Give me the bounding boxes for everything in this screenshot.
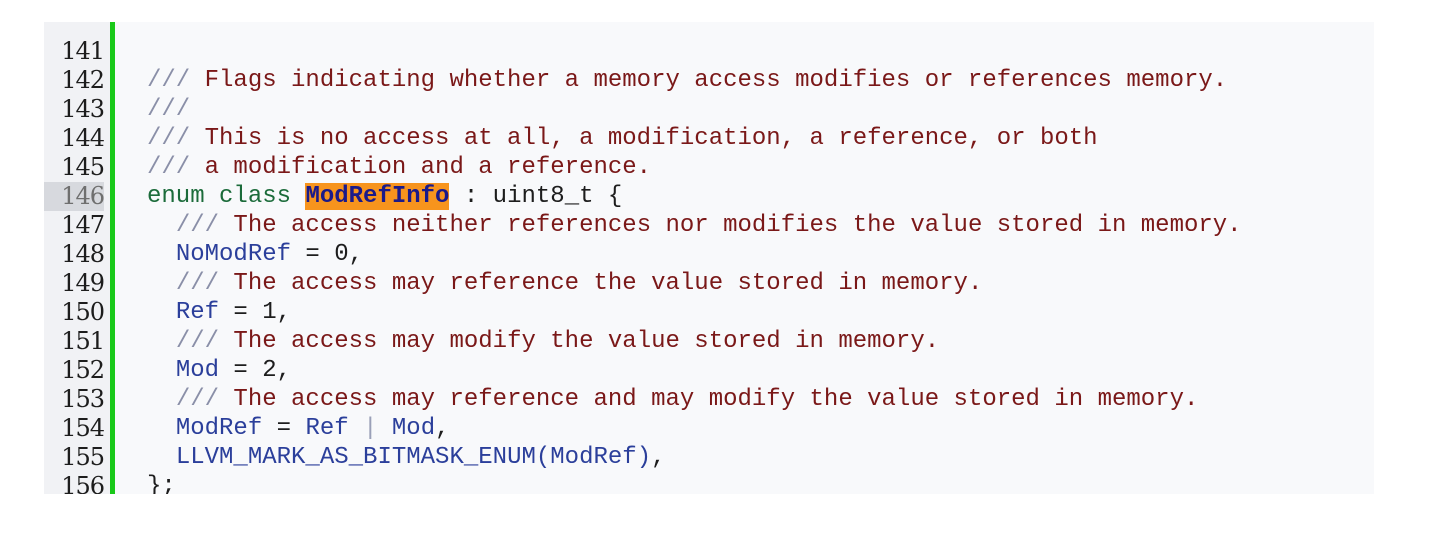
line-number: 155 [61,443,105,471]
code-token: Flags indicating whether a memory access… [204,67,1228,94]
code-token: = [262,415,306,442]
code-token: /// [175,270,234,297]
code-token: /// [147,154,205,181]
line-number: 149 [61,269,105,297]
change-indicator-bar [110,22,115,494]
code-token: Ref [305,415,349,442]
code-text: /// a modification and a reference. [147,153,651,182]
code-token: NoModRef [175,241,292,268]
code-token: LLVM_MARK_AS_BITMASK_ENUM(ModRef) [175,444,652,471]
code-token [147,270,176,297]
code-text: /// The access may reference the value s… [147,269,983,298]
code-line[interactable]: 143 /// [44,95,1374,124]
code-text: /// This is no access at all, a modifica… [147,124,1098,153]
code-line[interactable]: 156}; [44,472,1374,494]
code-token [147,212,176,239]
line-number: 145 [61,153,105,181]
code-token: , [651,444,666,471]
line-number: 142 [61,66,105,94]
code-text: /// The access may reference and may mod… [147,385,1199,414]
line-number: 152 [61,356,105,384]
line-number-gutter [44,22,110,494]
code-token [147,415,176,442]
code-line[interactable]: 144 /// This is no access at all, a modif… [44,124,1374,153]
code-token: }; [147,473,176,494]
code-text: }; [147,472,176,494]
code-line[interactable]: 153 /// The access may reference and may… [44,385,1374,414]
code-token: The access neither references nor modifi… [233,212,1242,239]
code-token [147,241,176,268]
line-number: 150 [61,298,105,326]
code-text: NoModRef = 0, [147,240,363,269]
line-number: 148 [61,240,105,268]
code-line[interactable]: 142 /// Flags indicating whether a memory… [44,66,1374,95]
code-token: , [435,415,450,442]
code-token [147,444,176,471]
code-line[interactable]: 146 enum class ModRefInfo : uint8_t { [44,182,1374,211]
code-token: enum class [147,183,306,210]
code-text: /// The access neither references nor mo… [147,211,1242,240]
code-token: The access may reference and may modify … [233,386,1199,413]
line-number: 141 [61,37,105,65]
code-token [147,328,176,355]
code-text: Ref = 1, [147,298,291,327]
line-number: 156 [61,472,105,494]
code-token: = 0, [291,241,364,268]
code-token: a modification and a reference. [204,154,652,181]
code-text: /// Flags indicating whether a memory ac… [147,66,1227,95]
code-token: /// [147,125,205,152]
code-line[interactable]: 151 /// The access may modify the value … [44,327,1374,356]
code-text: /// The access may modify the value stor… [147,327,939,356]
code-line[interactable]: 154 ModRef = Ref | Mod, [44,414,1374,443]
code-token [147,386,176,413]
line-number: 147 [61,211,105,239]
code-token: Ref [175,299,220,326]
code-token: /// [147,67,205,94]
code-token: | [348,415,392,442]
code-token: The access may modify the value stored i… [233,328,940,355]
code-token: = 1, [219,299,292,326]
line-number: 146 [44,182,105,211]
code-token [147,299,176,326]
code-text: ModRef = Ref | Mod, [147,414,450,443]
search-match-highlight: ModRefInfo [305,183,450,210]
code-token: = 2, [219,357,292,384]
code-token: Mod [175,357,220,384]
code-text: LLVM_MARK_AS_BITMASK_ENUM(ModRef), [147,443,666,472]
code-line[interactable]: 141 [44,37,1374,66]
code-token: /// [147,96,191,123]
code-token: : uint8_t { [449,183,623,210]
line-number: 154 [61,414,105,442]
code-token: Mod [391,415,436,442]
code-line[interactable]: 150 Ref = 1, [44,298,1374,327]
line-number: 151 [61,327,105,355]
code-line[interactable]: 149 /// The access may reference the val… [44,269,1374,298]
code-line[interactable]: 145 /// a modification and a reference. [44,153,1374,182]
code-text: /// [147,95,190,124]
line-number: 143 [61,95,105,123]
code-line[interactable]: 155 LLVM_MARK_AS_BITMASK_ENUM(ModRef), [44,443,1374,472]
code-token: ModRef [175,415,263,442]
code-line[interactable]: 147 /// The access neither references no… [44,211,1374,240]
line-number: 144 [61,124,105,152]
code-token: This is no access at all, a modification… [204,125,1098,152]
line-number: 153 [61,385,105,413]
code-text: Mod = 2, [147,356,291,385]
code-token: /// [175,212,234,239]
code-line[interactable]: 152 Mod = 2, [44,356,1374,385]
code-token: The access may reference the value store… [233,270,983,297]
code-token: /// [175,386,234,413]
code-token: /// [175,328,234,355]
partial-line-top [44,22,1374,37]
code-line[interactable]: 148 NoModRef = 0, [44,240,1374,269]
code-token [147,357,176,384]
code-text: enum class ModRefInfo : uint8_t { [147,182,622,211]
